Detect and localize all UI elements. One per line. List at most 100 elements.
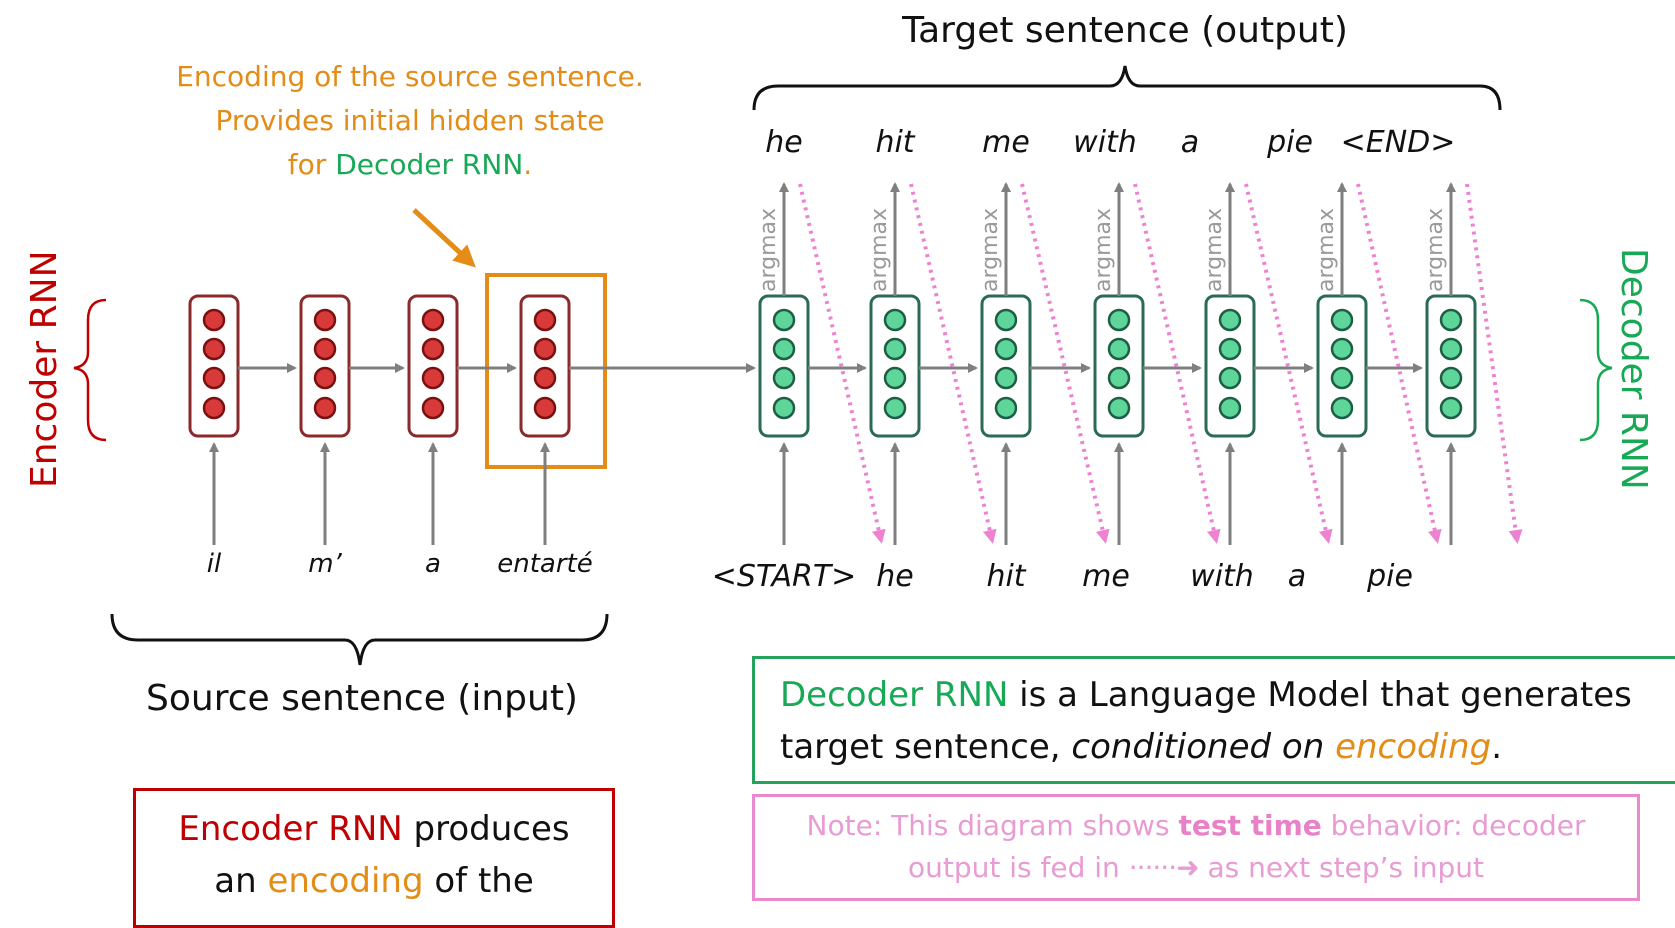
decoder-input-word: me xyxy=(1082,559,1130,594)
neuron xyxy=(1439,308,1463,332)
argmax-label: argmax xyxy=(867,208,892,292)
neuron xyxy=(533,366,557,390)
feedback-dotted-arrow xyxy=(1020,183,1110,544)
neuron xyxy=(313,337,337,361)
decoder-explanation-conditioned: conditioned on xyxy=(1071,727,1336,767)
encoder-brace xyxy=(73,298,107,442)
encoder-cell xyxy=(407,294,459,438)
decoder-explanation-box: Decoder RNN is a Language Model that gen… xyxy=(752,656,1675,784)
neuron xyxy=(533,337,557,361)
feedback-dotted-arrow xyxy=(798,183,886,544)
decoder-cell xyxy=(1316,294,1368,438)
output-word: with xyxy=(1073,125,1137,160)
decoder-cell xyxy=(1204,294,1256,438)
encoder-explanation-line2: an encoding of the xyxy=(136,855,612,907)
argmax-label: argmax xyxy=(1091,208,1116,292)
seq2seq-diagram: Target sentence (output) Source sentence… xyxy=(24,10,1654,719)
encoding-caption: Encoding of the source sentence. Provide… xyxy=(110,55,710,187)
neuron xyxy=(883,396,907,420)
decoder-input-word: hit xyxy=(986,559,1026,594)
neuron xyxy=(883,308,907,332)
note-behavior: behavior: decoder xyxy=(1321,809,1586,842)
neuron xyxy=(533,396,557,420)
neuron xyxy=(772,337,796,361)
decoder-input-word: he xyxy=(876,559,913,594)
encoder-explanation-an: an xyxy=(214,861,268,901)
source-brace xyxy=(110,613,609,666)
source-word: entarté xyxy=(497,549,592,579)
neuron xyxy=(772,366,796,390)
neuron xyxy=(1330,396,1354,420)
neuron xyxy=(883,337,907,361)
neuron xyxy=(421,366,445,390)
note-intro: Note: This diagram shows xyxy=(806,809,1179,842)
neuron xyxy=(772,396,796,420)
decoder-cell xyxy=(869,294,921,438)
dotted-arrow-icon: ······➜ xyxy=(1128,851,1200,884)
neuron xyxy=(1218,366,1242,390)
neuron xyxy=(202,396,226,420)
target-brace xyxy=(752,65,1502,111)
encoder-explanation-encoder-rnn: Encoder RNN xyxy=(178,809,403,849)
encoder-cell xyxy=(299,294,351,438)
decoder-explanation-line2: target sentence, conditioned on encoding… xyxy=(780,721,1675,773)
output-word: a xyxy=(1181,125,1199,160)
encoding-pointer-arrow xyxy=(412,208,476,268)
neuron xyxy=(994,337,1018,361)
neuron xyxy=(421,337,445,361)
feedback-dotted-arrow xyxy=(1244,183,1333,544)
neuron xyxy=(1218,308,1242,332)
argmax-label: argmax xyxy=(978,208,1003,292)
neuron xyxy=(994,366,1018,390)
neuron xyxy=(202,337,226,361)
encoder-explanation-produces: produces xyxy=(402,809,570,849)
neuron xyxy=(1218,396,1242,420)
output-word: <END> xyxy=(1341,125,1456,160)
source-word: il xyxy=(207,549,222,579)
encoder-cell xyxy=(519,294,571,438)
output-word: me xyxy=(982,125,1030,160)
encoding-caption-suffix: . xyxy=(523,148,533,181)
note-line2: output is fed in ······➜ as next step’s … xyxy=(755,847,1637,889)
target-sentence-title: Target sentence (output) xyxy=(901,10,1348,51)
decoder-explanation-encoding: encoding xyxy=(1335,727,1492,767)
note-next-step: as next step’s input xyxy=(1198,851,1485,884)
encoder-explanation-encoding: encoding xyxy=(267,861,424,901)
encoding-caption-line3: for Decoder RNN. xyxy=(110,143,710,187)
encoder-cell-frame xyxy=(519,294,571,438)
neuron xyxy=(313,396,337,420)
neuron xyxy=(1107,366,1131,390)
encoder-cell-frame xyxy=(188,294,240,438)
argmax-label: argmax xyxy=(1423,208,1448,292)
argmax-label: argmax xyxy=(1202,208,1227,292)
neuron xyxy=(533,308,557,332)
neuron xyxy=(1330,366,1354,390)
decoder-input-word: with xyxy=(1190,559,1254,594)
neuron xyxy=(1218,337,1242,361)
encoding-caption-decoder-rnn: Decoder RNN xyxy=(335,148,524,181)
decoder-explanation-decoder-rnn: Decoder RNN xyxy=(780,675,1009,715)
decoder-input-word: <START> xyxy=(712,559,857,594)
source-word: a xyxy=(425,549,441,579)
neuron xyxy=(994,308,1018,332)
decoder-cell xyxy=(1093,294,1145,438)
decoder-brace xyxy=(1579,298,1613,442)
decoder-input-word: a xyxy=(1288,559,1306,594)
encoding-caption-line2: Provides initial hidden state xyxy=(215,104,605,137)
neuron xyxy=(202,366,226,390)
neuron xyxy=(1439,337,1463,361)
argmax-label: argmax xyxy=(756,208,781,292)
neuron xyxy=(1107,337,1131,361)
decoder-rnn-label: Decoder RNN xyxy=(1613,248,1654,490)
neuron xyxy=(1439,366,1463,390)
neuron xyxy=(313,366,337,390)
neuron xyxy=(202,308,226,332)
decoder-input-word: pie xyxy=(1366,559,1413,594)
note-line1: Note: This diagram shows test time behav… xyxy=(755,805,1637,847)
decoder-explanation-line1: Decoder RNN is a Language Model that gen… xyxy=(780,669,1675,721)
encoder-explanation-box: Encoder RNN produces an encoding of the xyxy=(133,788,615,928)
output-word: pie xyxy=(1266,125,1313,160)
decoder-cell xyxy=(758,294,810,438)
argmax-label: argmax xyxy=(1314,208,1339,292)
note-box: Note: This diagram shows test time behav… xyxy=(752,794,1640,901)
